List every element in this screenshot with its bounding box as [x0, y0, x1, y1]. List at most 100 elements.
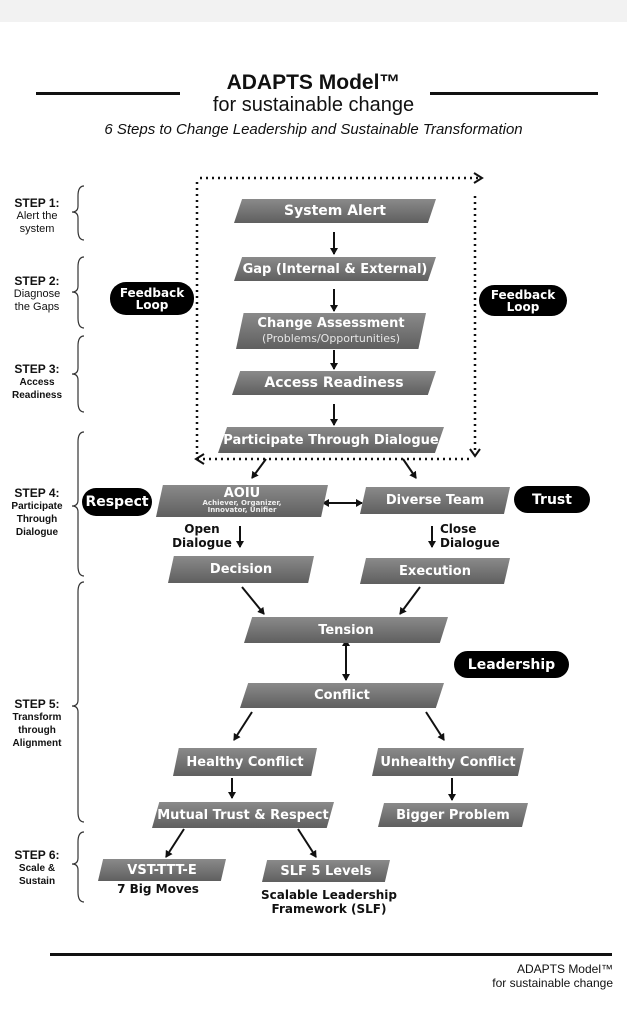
aoiu-box: AOIU Achiever, Organizer, Innovator, Uni… [156, 485, 328, 517]
step-4-desc-line: Through [16, 514, 58, 525]
tension-label: Tension [318, 622, 374, 638]
diverse-team-box: Diverse Team [360, 487, 510, 514]
page-subtitle: for sustainable change [212, 94, 415, 116]
step-5-desc-line: Transform [12, 712, 62, 723]
open-dialogue-note: Open Dialogue [170, 522, 234, 550]
bigger-problem-label: Bigger Problem [396, 807, 510, 823]
step-2-desc-line: the Gaps [14, 301, 60, 313]
system-alert-label: System Alert [284, 203, 386, 219]
feedback-loop-text: Feedback [119, 285, 185, 300]
page-title: ADAPTS Model™ [226, 71, 401, 94]
decision-label: Decision [209, 562, 273, 577]
step-5-desc-line: Alignment [12, 738, 62, 749]
step-1-number: STEP 1: [14, 196, 60, 210]
system-alert-box: System Alert [234, 199, 436, 223]
feedback-loop-lines [195, 176, 478, 461]
tension-box: Tension [244, 617, 448, 643]
footer-title: ADAPTS Model™ [516, 962, 613, 976]
close-dialogue-line: Close [440, 522, 477, 536]
diverse-team-label: Diverse Team [385, 493, 485, 508]
conflict-box: Conflict [240, 683, 444, 708]
feedback-loop-text: Loop [135, 297, 169, 312]
respect-pill: Respect [82, 488, 152, 516]
seven-big-moves-note: 7 Big Moves [98, 882, 218, 896]
trust-pill: Trust [514, 486, 590, 513]
step-4-label: STEP 4: Participate Through Dialogue [2, 487, 72, 539]
mutual-trust-box: Mutual Trust & Respect [152, 802, 334, 828]
unhealthy-conflict-label: Unhealthy Conflict [380, 754, 516, 770]
header-rule-right [430, 92, 598, 95]
healthy-conflict-label: Healthy Conflict [186, 754, 304, 770]
respect-label: Respect [85, 494, 149, 510]
step-4-number: STEP 4: [14, 486, 60, 500]
flow-arrows [165, 232, 456, 858]
gap-box: Gap (Internal & External) [234, 257, 436, 281]
execution-box: Execution [360, 558, 510, 584]
step-4-desc-line: Participate [11, 501, 63, 512]
step-3-number: STEP 3: [14, 362, 60, 376]
vst-box: VST-TTT-E [98, 859, 226, 881]
footer-rule [50, 953, 612, 956]
step-2-label: STEP 2: Diagnose the Gaps [2, 275, 72, 314]
participate-box: Participate Through Dialogue [218, 427, 444, 453]
footer-subtitle: for sustainable change [492, 976, 613, 990]
access-readiness-label: Access Readiness [264, 375, 404, 391]
feedback-loop-text: Loop [506, 299, 540, 314]
step-5-label: STEP 5: Transform through Alignment [2, 698, 72, 750]
aoiu-sublabel-line: Achiever, Organizer, [202, 499, 282, 507]
step-5-number: STEP 5: [14, 697, 60, 711]
step-6-number: STEP 6: [14, 848, 60, 862]
close-dialogue-note: Close Dialogue [440, 522, 506, 550]
step-1-label: STEP 1: Alert the system [2, 197, 72, 236]
feedback-loop-right-pill: Feedback Loop [479, 285, 567, 316]
header-rule-left [36, 92, 180, 95]
top-band [0, 0, 627, 22]
step-2-desc-line: Diagnose [13, 288, 61, 300]
slf-label: SLF 5 Levels [280, 863, 372, 879]
change-assessment-box: Change Assessment (Problems/Opportunitie… [236, 313, 426, 349]
step-3-desc-line: Access [19, 377, 55, 388]
step-1-desc-line: Alert the [16, 210, 58, 222]
bigger-problem-box: Bigger Problem [378, 803, 528, 827]
feedback-loop-text: Feedback [490, 287, 556, 302]
conflict-label: Conflict [314, 688, 370, 703]
step-6-desc-line: Sustain [18, 876, 56, 887]
step-5-desc-line: through [18, 725, 56, 736]
step-6-label: STEP 6: Scale & Sustain [2, 849, 72, 888]
leadership-label: Leadership [467, 656, 556, 673]
gap-label: Gap (Internal & External) [242, 261, 428, 277]
unhealthy-conflict-box: Unhealthy Conflict [372, 748, 524, 776]
execution-label: Execution [399, 563, 471, 579]
decision-box: Decision [168, 556, 314, 583]
open-dialogue-line: Dialogue [172, 536, 232, 550]
access-readiness-box: Access Readiness [232, 371, 436, 395]
mutual-trust-label: Mutual Trust & Respect [157, 807, 329, 823]
slf-box: SLF 5 Levels [262, 860, 390, 882]
leadership-pill: Leadership [454, 651, 569, 678]
feedback-loop-left-pill: Feedback Loop [110, 282, 194, 315]
step-3-desc-line: Readiness [11, 390, 63, 401]
open-dialogue-line: Open [184, 522, 220, 536]
slf-full-line: Framework (SLF) [271, 902, 387, 916]
trust-label: Trust [532, 491, 572, 508]
aoiu-label: AOIU [223, 486, 261, 501]
change-assessment-label: Change Assessment [257, 316, 405, 331]
aoiu-sublabel-line: Innovator, Unifier [207, 506, 277, 514]
step-2-number: STEP 2: [14, 274, 60, 288]
page-tagline: 6 Steps to Change Leadership and Sustain… [104, 121, 523, 138]
vst-label: VST-TTT-E [127, 862, 197, 878]
seven-big-moves-text: 7 Big Moves [117, 882, 199, 896]
close-dialogue-line: Dialogue [440, 536, 500, 550]
healthy-conflict-box: Healthy Conflict [173, 748, 317, 776]
step-1-desc-line: system [19, 223, 55, 235]
footer: ADAPTS Model™ for sustainable change [492, 962, 613, 990]
step-3-label: STEP 3: Access Readiness [2, 363, 72, 402]
slf-full-line: Scalable Leadership [260, 888, 397, 902]
step-braces [71, 185, 85, 903]
step-4-desc-line: Dialogue [15, 527, 59, 538]
change-assessment-sublabel: (Problems/Opportunities) [261, 332, 401, 345]
slf-full-note: Scalable Leadership Framework (SLF) [246, 888, 412, 916]
participate-label: Participate Through Dialogue [223, 432, 439, 448]
step-6-desc-line: Scale & [18, 863, 56, 874]
